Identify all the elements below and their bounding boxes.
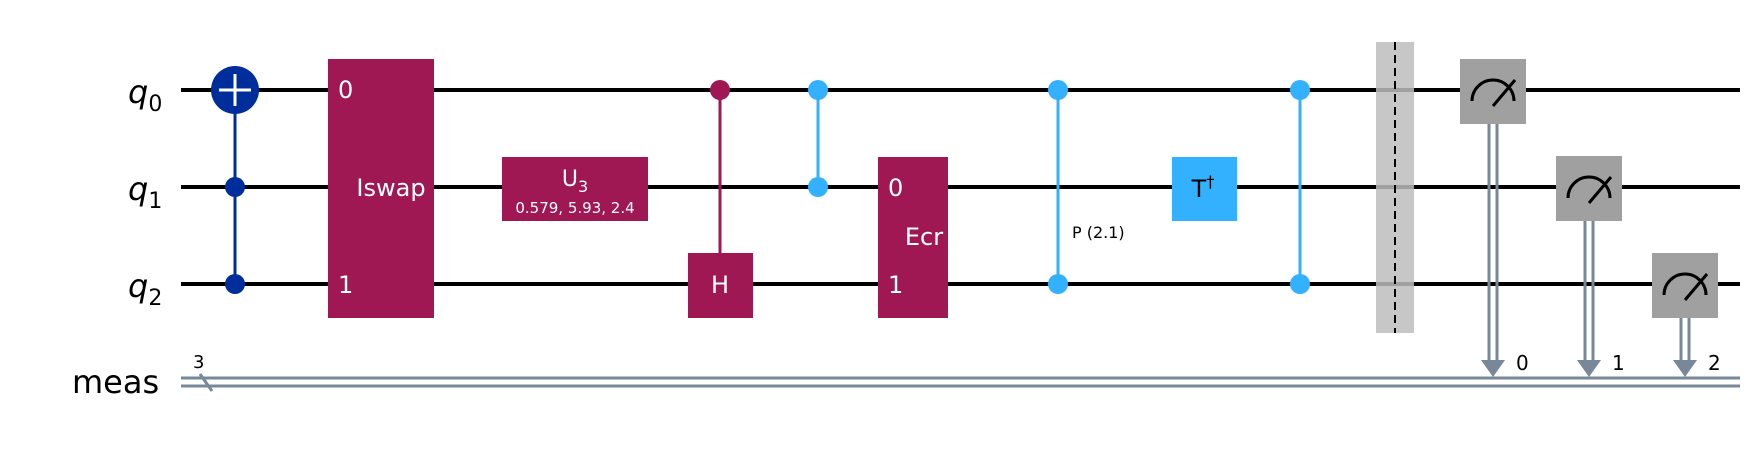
- control-dot: [1048, 80, 1068, 100]
- controlled-h-gate: H: [688, 80, 753, 318]
- measure-bit-0: 0: [1516, 351, 1529, 375]
- ecr-port-bottom: 1: [888, 271, 903, 299]
- qubit-label-q0: q0: [128, 73, 162, 117]
- measure-bit-2: 2: [1708, 351, 1721, 375]
- control-dot: [808, 177, 828, 197]
- control-dot: [808, 80, 828, 100]
- cp-gate: P (2.1): [1048, 80, 1125, 294]
- cz-gate-q0-q2: [1290, 80, 1310, 294]
- meter-icon: [1662, 272, 1708, 296]
- qubit-label-q1: q1: [128, 170, 162, 214]
- ch-label: H: [711, 271, 729, 299]
- control-dot: [225, 274, 245, 294]
- cz-gate-q0-q1: [808, 80, 828, 197]
- control-dot: [1048, 274, 1068, 294]
- toffoli-gate: [211, 66, 259, 294]
- u3-params: 0.579, 5.93, 2.4: [515, 199, 634, 217]
- bus-slash: [198, 373, 214, 392]
- ecr-label: Ecr: [905, 223, 943, 251]
- meter-icon: [1566, 175, 1612, 199]
- control-dot: [1290, 274, 1310, 294]
- control-dot: [710, 80, 730, 100]
- bus-width-label: 3: [193, 352, 204, 373]
- u3-gate: U3 0.579, 5.93, 2.4: [502, 157, 648, 221]
- measure-gate-q2: 2: [1652, 253, 1721, 377]
- control-dot: [225, 177, 245, 197]
- iswap-gate: 0 1 Iswap: [328, 59, 434, 318]
- iswap-port-bottom: 1: [338, 271, 353, 299]
- measure-gate-q0: 0: [1460, 59, 1529, 377]
- qubit-label-q2: q2: [128, 267, 162, 311]
- tdg-gate: T†: [1172, 157, 1237, 221]
- measure-bit-1: 1: [1612, 351, 1625, 375]
- measure-gate-q1: 1: [1556, 156, 1625, 377]
- classical-register-label: meas: [72, 363, 159, 401]
- iswap-label: Iswap: [356, 174, 425, 202]
- control-dot: [1290, 80, 1310, 100]
- tdg-label: T†: [1191, 172, 1215, 203]
- ecr-port-top: 0: [888, 174, 903, 202]
- ecr-gate: 0 1 Ecr: [878, 157, 948, 318]
- cp-label: P (2.1): [1072, 223, 1125, 242]
- classical-wire: 3: [181, 352, 1740, 392]
- u3-label: U3: [562, 167, 588, 196]
- meter-icon: [1470, 78, 1516, 102]
- iswap-port-top: 0: [338, 76, 353, 104]
- barrier: [1376, 42, 1414, 333]
